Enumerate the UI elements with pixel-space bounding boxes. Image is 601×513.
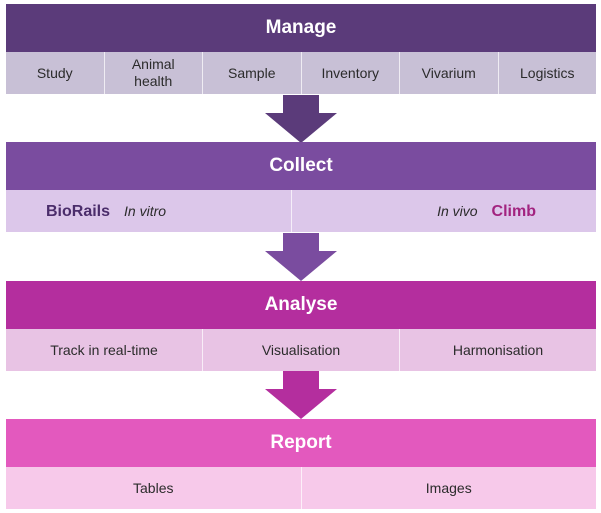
analyse-item-harmonisation: Harmonisation [452, 341, 544, 358]
manage-item-logistics: Logistics [520, 64, 575, 81]
in-vitro-label: In vitro [124, 202, 167, 219]
climb-label: Climb [491, 202, 536, 220]
manage-item-inventory: Inventory [302, 52, 400, 94]
manage-item-study: Study [6, 52, 105, 94]
manage-item-animal-health-label: Animal health [131, 56, 175, 89]
manage-item-vivarium: Vivarium [400, 52, 499, 94]
analyse-header: Analyse [6, 281, 596, 329]
collect-row: BioRails In vitro In vivo Climb [6, 190, 596, 232]
analyse-row: Track in real-time Visualisation Harmoni… [6, 329, 596, 371]
manage-item-animal-health: Animal health [105, 52, 203, 94]
report-title: Report [270, 432, 332, 453]
manage-item-sample: Sample [203, 52, 302, 94]
arrow-down-icon [265, 371, 337, 419]
arrow-down-icon [265, 95, 337, 143]
collect-title: Collect [269, 155, 333, 176]
report-header: Report [6, 419, 596, 467]
manage-title: Manage [265, 17, 337, 38]
arrow-down-icon [265, 233, 337, 281]
collect-in-vivo-cell: In vivo Climb [292, 190, 597, 232]
report-row: Tables Images [6, 467, 596, 509]
report-item-images: Images [425, 479, 472, 496]
collect-in-vitro-cell: BioRails In vitro [6, 190, 292, 232]
analyse-item-track: Track in real-time [6, 329, 203, 371]
report-item-tables: Tables [6, 467, 302, 509]
analyse-item-visualisation: Visualisation [203, 329, 400, 371]
manage-header: Manage [6, 4, 596, 52]
biorails-label: BioRails [46, 202, 111, 220]
manage-row: Study Animal health Sample Inventory Viv… [6, 52, 596, 94]
collect-header: Collect [6, 142, 596, 190]
analyse-title: Analyse [264, 294, 338, 315]
in-vivo-label: In vivo [437, 202, 478, 219]
